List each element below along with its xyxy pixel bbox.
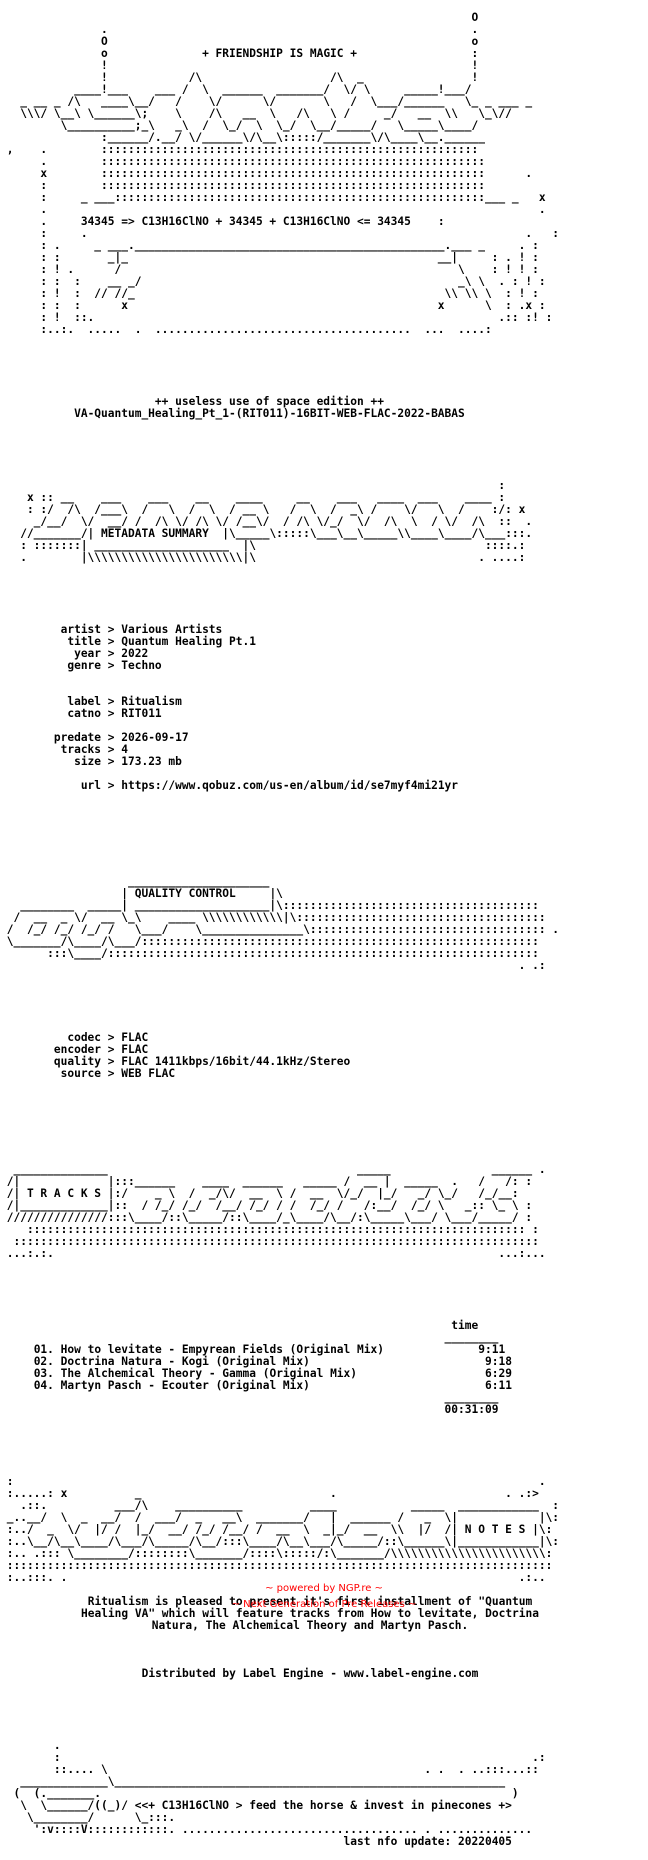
- track-title: How to levitate - Empyrean Fields (Origi…: [60, 1343, 384, 1356]
- track-title: Doctrina Natura - Kogi (Original Mix): [60, 1355, 310, 1368]
- notes-line: Healing VA" which will feature tracks fr…: [80, 1607, 539, 1620]
- meta-url: https://www.qobuz.com/us-en/album/id/se7…: [121, 779, 459, 792]
- release-info: ++ useless use of space edition ++ VA-Qu…: [0, 396, 648, 420]
- last-update: last nfo update: 20220405: [343, 1835, 512, 1848]
- track-time: 9:18: [485, 1355, 512, 1368]
- meta-year: 2022: [121, 647, 149, 660]
- total-time: 00:31:09: [444, 1403, 499, 1416]
- notes-title: N O T E S: [464, 1523, 526, 1536]
- meta-size: 173.23 mb: [121, 755, 182, 768]
- track-time: 6:29: [485, 1367, 512, 1380]
- q-encoder: FLAC: [121, 1043, 149, 1056]
- notes-line: Ritualism is pleased to present it's fir…: [87, 1595, 533, 1608]
- meta-genre: Techno: [121, 659, 162, 672]
- formula: 34345 => C13H16ClNO + 34345 + C13H16ClNO…: [80, 215, 411, 228]
- track-time: 6:11: [485, 1379, 512, 1392]
- quality-title: QUALITY CONTROL: [134, 887, 236, 900]
- meta-artist: Various Artists: [121, 623, 223, 636]
- time-header: time: [451, 1319, 479, 1332]
- meta-label: Ritualism: [121, 695, 182, 708]
- meta-tracks: 4: [121, 743, 128, 756]
- notes-line: Natura, The Alchemical Theory and Martyn…: [151, 1619, 469, 1632]
- track-no: 01.: [33, 1343, 54, 1356]
- track-no: 04.: [33, 1379, 54, 1392]
- slogan: + FRIENDSHIP IS MAGIC +: [202, 47, 357, 60]
- distributed-by: Distributed by Label Engine - www.label-…: [141, 1667, 479, 1680]
- q-codec: FLAC: [121, 1031, 149, 1044]
- metadata-banner: : x :: __ ___ ___ __ ____ __ ___ ____ __…: [20, 479, 533, 564]
- meta-catno: RIT011: [121, 707, 162, 720]
- outro-art: . : .: ::.... \ . . . ..:::...:: _______…: [13, 1739, 546, 1848]
- release-name: VA-Quantum_Healing_Pt_1-(RIT011)-16BIT-W…: [74, 407, 465, 420]
- meta-title: Quantum Healing Pt.1: [121, 635, 256, 648]
- q-source: WEB FLAC: [121, 1067, 176, 1080]
- meta-predate: 2026-09-17: [121, 731, 189, 744]
- edition: ++ useless use of space edition ++: [154, 395, 384, 408]
- tracks-title: T R A C K S: [26, 1187, 102, 1200]
- track-title: The Alchemical Theory - Gamma (Original …: [60, 1367, 358, 1380]
- top-art: O . . O o o + FRIENDSHIP IS MAGIC +: [6, 11, 560, 336]
- motto: <<+ C13H16ClNO > feed the horse & invest…: [134, 1799, 512, 1812]
- track-no: 02.: [33, 1355, 54, 1368]
- quality-banner: _____________________ | QUALITY CONTROL …: [6, 875, 560, 972]
- footer-powered: ~ powered by NGP.re ~: [265, 1583, 383, 1594]
- quality-fields: codec > FLAC encoder > FLAC quality > FL…: [0, 1031, 351, 1080]
- tracks-banner: ______________ _____ ______ . /| |:::___…: [6, 1163, 546, 1260]
- notes-banner: : . :.....: x _ . . .:> .::. ___/\ _____…: [6, 1475, 560, 1584]
- q-quality: FLAC 1411kbps/16bit/44.1kHz/Stereo: [121, 1055, 351, 1068]
- footer-tagline: ~ Next Generation of Pre Releases ~: [231, 1599, 417, 1610]
- track-time: 9:11: [478, 1343, 506, 1356]
- track-no: 03.: [33, 1367, 54, 1380]
- track-title: Martyn Pasch - Ecouter (Original Mix): [60, 1379, 310, 1392]
- metadata-title: METADATA SUMMARY: [101, 527, 209, 540]
- tracklist: time ________ 01. How to levitate - Empy…: [33, 1319, 512, 1416]
- metadata-fields: artist > Various Artists title > Quantum…: [0, 623, 459, 792]
